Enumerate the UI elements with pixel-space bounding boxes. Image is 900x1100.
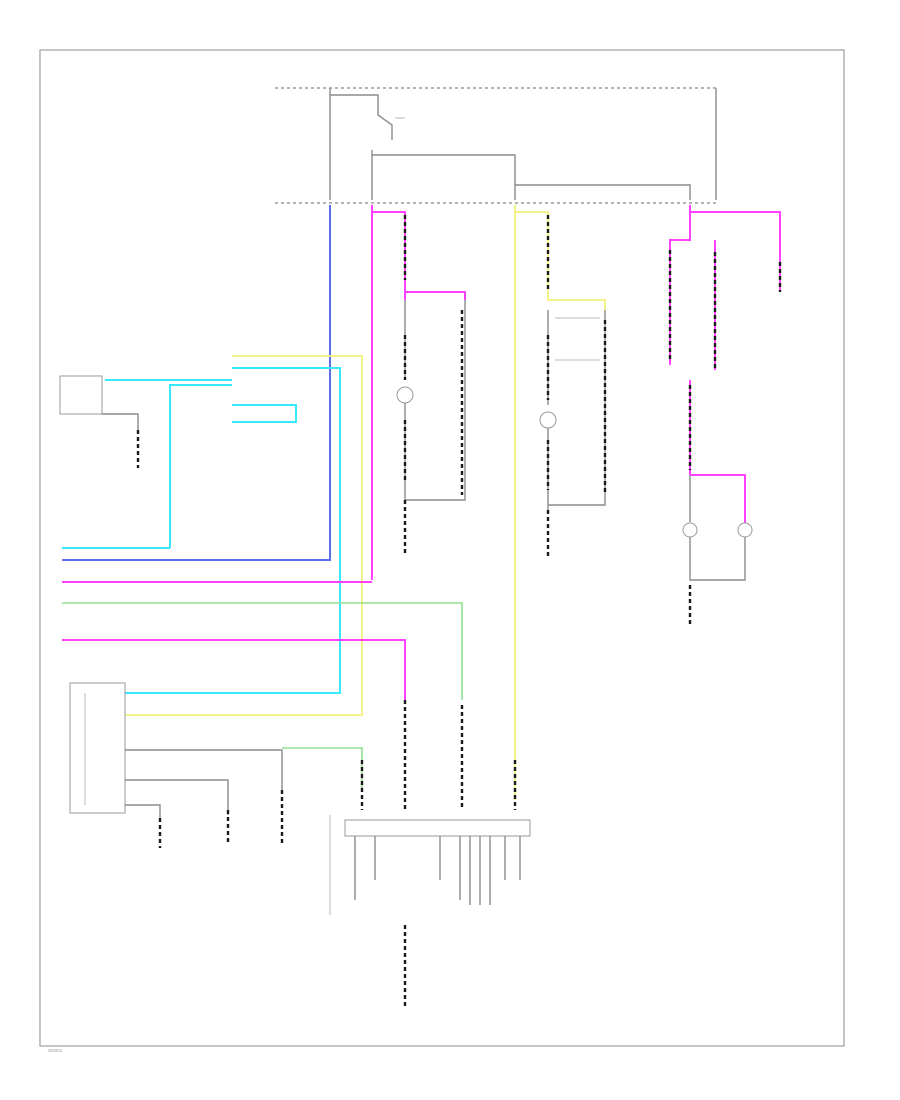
connector-block <box>329 700 531 1008</box>
right-front-lamp-circuit <box>514 205 607 800</box>
left-feed-wires <box>62 205 363 716</box>
diagram-frame <box>39 49 845 1047</box>
left-front-lamp-circuit <box>371 205 466 580</box>
control-module <box>69 682 363 848</box>
page-code: W0001 <box>48 1048 63 1053</box>
switch-module <box>59 375 140 468</box>
rear-lamp-circuit <box>668 205 782 625</box>
fuse-block-top <box>275 87 717 204</box>
main-bus-wires <box>62 581 463 700</box>
